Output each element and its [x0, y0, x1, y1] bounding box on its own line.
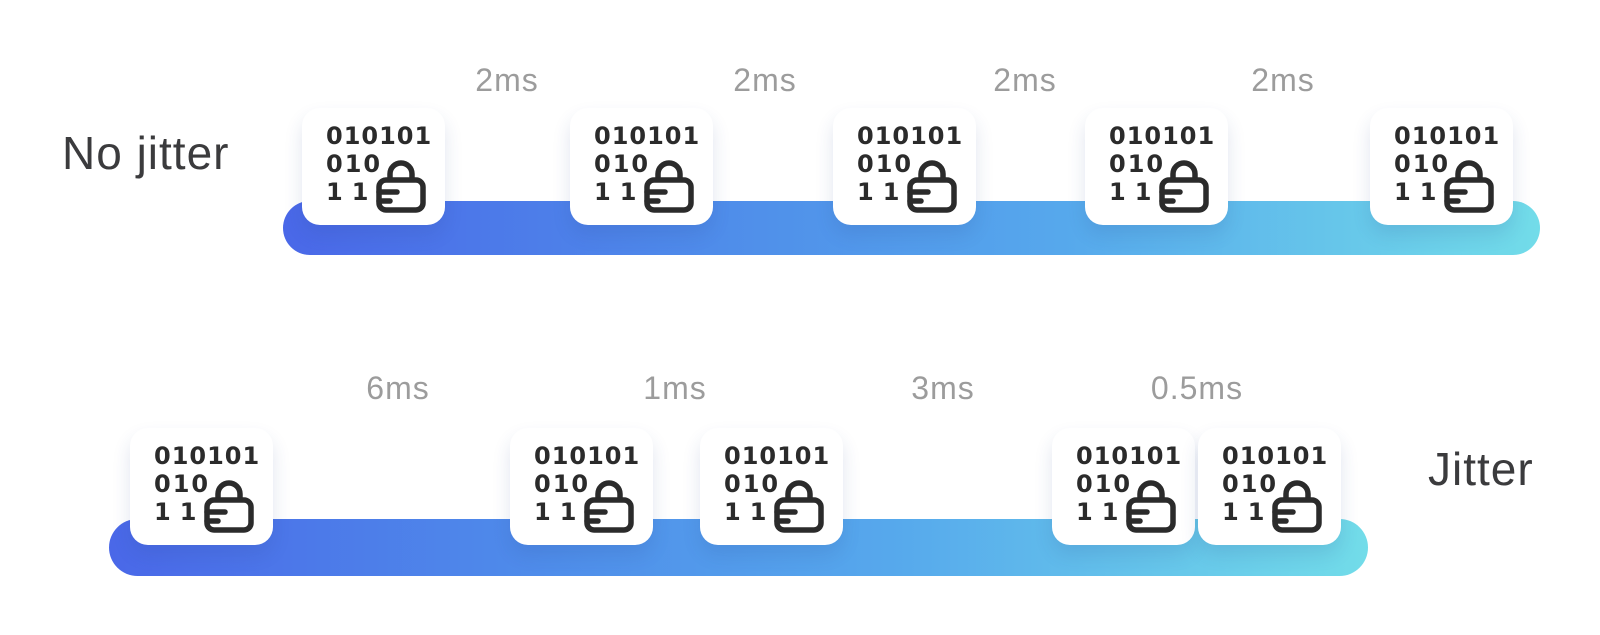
lock-icon	[1159, 160, 1209, 213]
lock-icon	[584, 480, 634, 533]
lock-icon	[1126, 480, 1176, 533]
data-packet: 010101 010 11	[302, 108, 445, 225]
data-packet: 010101 010 11	[1370, 108, 1513, 225]
binary-text: 010101 010 11	[154, 442, 261, 526]
data-packet: 010101 010 11	[130, 428, 273, 545]
data-packet: 010101 010 11	[1052, 428, 1195, 545]
lock-icon	[1444, 160, 1494, 213]
data-packet: 010101 010 11	[1085, 108, 1228, 225]
interval-label: 3ms	[911, 370, 975, 406]
interval-label: 2ms	[993, 62, 1057, 98]
interval-label: 0.5ms	[1150, 370, 1244, 406]
row-title-jitter: Jitter	[1428, 443, 1534, 495]
lock-icon	[1272, 480, 1322, 533]
interval-label: 6ms	[366, 370, 430, 406]
binary-text: 010101 010 11	[534, 442, 641, 526]
binary-text: 010101 010 11	[1222, 442, 1329, 526]
row-title-no-jitter: No jitter	[62, 127, 230, 179]
interval-label: 1ms	[643, 370, 707, 406]
binary-text: 010101 010 11	[1109, 122, 1216, 206]
data-packet: 010101 010 11	[1198, 428, 1341, 545]
lock-icon	[907, 160, 957, 213]
data-packet: 010101 010 11	[570, 108, 713, 225]
binary-text: 010101 010 11	[724, 442, 831, 526]
interval-label: 2ms	[475, 62, 539, 98]
lock-icon	[204, 480, 254, 533]
data-packet: 010101 010 11	[510, 428, 653, 545]
interval-label: 2ms	[733, 62, 797, 98]
binary-text: 010101 010 11	[857, 122, 964, 206]
data-packet: 010101 010 11	[700, 428, 843, 545]
binary-text: 010101 010 11	[1394, 122, 1501, 206]
binary-text: 010101 010 11	[594, 122, 701, 206]
binary-text: 010101 010 11	[1076, 442, 1183, 526]
lock-icon	[774, 480, 824, 533]
interval-label: 2ms	[1251, 62, 1315, 98]
data-packet: 010101 010 11	[833, 108, 976, 225]
binary-text: 010101 010 11	[326, 122, 433, 206]
lock-icon	[644, 160, 694, 213]
lock-icon	[376, 160, 426, 213]
